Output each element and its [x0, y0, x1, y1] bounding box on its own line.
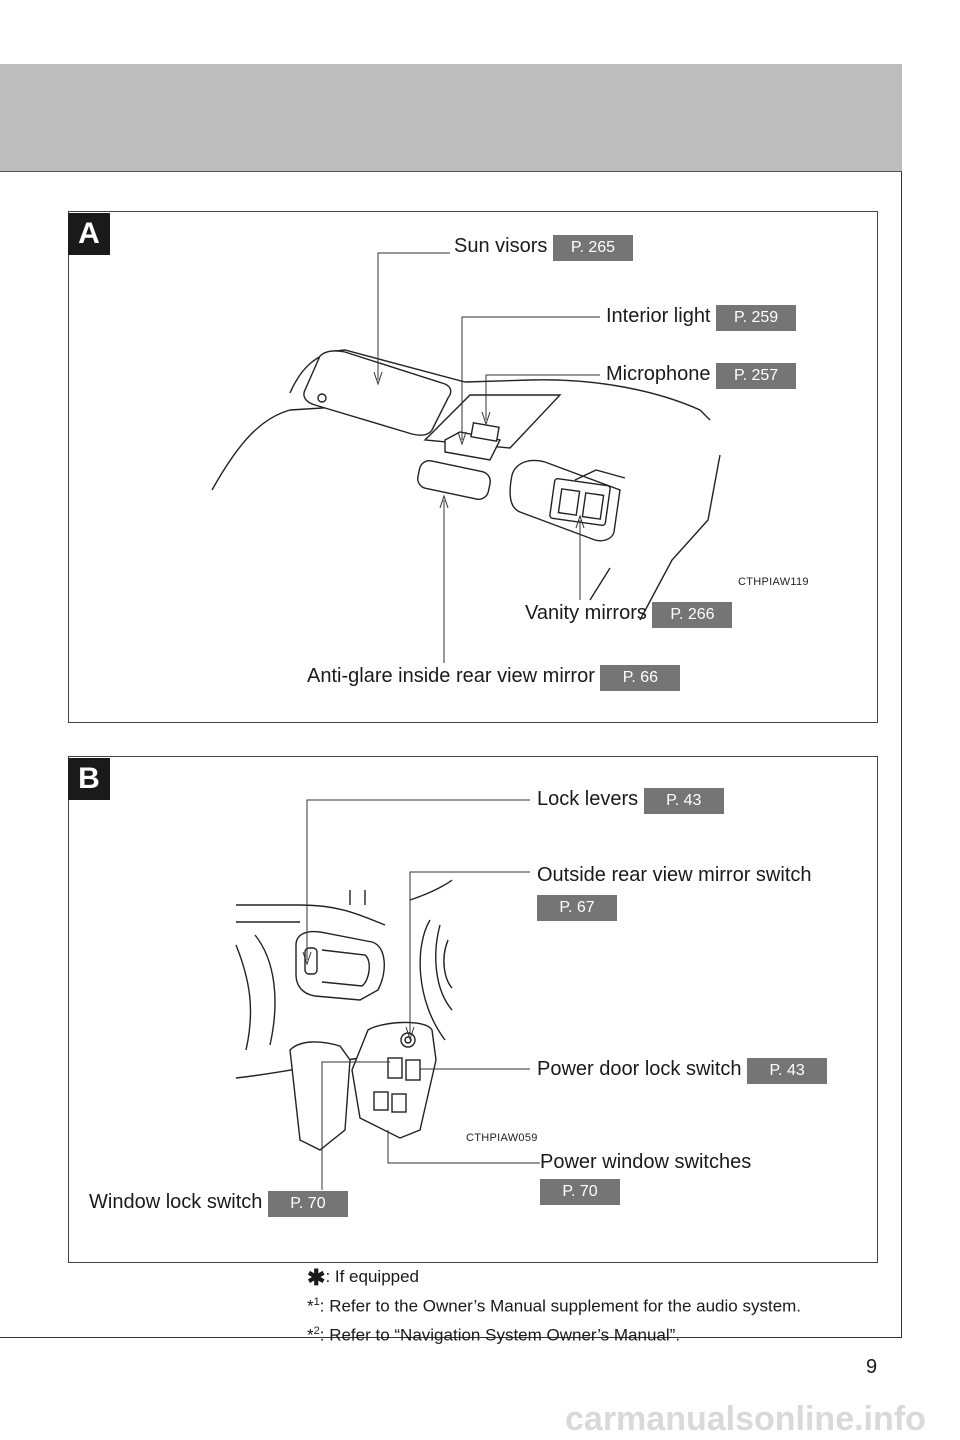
footnote-1: *1: Refer to the Owner’s Manual suppleme… — [307, 1290, 801, 1319]
overhead-console-illustration — [211, 349, 721, 621]
footnote-sup: 1 — [313, 1296, 320, 1308]
page-ref-tag[interactable]: P. 66 — [600, 665, 681, 691]
callout-power-window-switches: Power window switches P. 70 — [540, 1150, 751, 1205]
watermark: carmanualsonline.info — [565, 1400, 926, 1438]
footnote-mark: * — [307, 1296, 314, 1316]
page-number: 9 — [866, 1356, 878, 1378]
callout-window-lock-switch: Window lock switch P. 70 — [89, 1190, 348, 1217]
footnote-mark: * — [307, 1325, 314, 1345]
illustration-code-b: CTHPIAW059 — [466, 1132, 538, 1144]
callout-lock-levers: Lock levers P. 43 — [537, 787, 724, 814]
page-ref-tag[interactable]: P. 70 — [540, 1179, 620, 1205]
page-ref-tag[interactable]: P. 257 — [716, 363, 797, 389]
footnote-text: : Refer to the Owner’s Manual supplement… — [319, 1296, 802, 1316]
callout-label: Sun visors — [454, 235, 548, 257]
page-ref-tag[interactable]: P. 43 — [747, 1058, 828, 1084]
footnote-sup: 2 — [313, 1324, 320, 1337]
footnotes: ✱: If equipped *1: Refer to the Owner’s … — [307, 1264, 801, 1347]
callout-outside-mirror-switch: Outside rear view mirror switch P. 67 — [537, 863, 812, 921]
page-ref-tag[interactable]: P. 265 — [552, 235, 633, 261]
callout-label: Lock levers — [537, 788, 639, 810]
page-ref-tag[interactable]: P. 67 — [537, 895, 617, 921]
page-ref-tag[interactable]: P. 43 — [643, 788, 724, 814]
section-a-leader-lines — [373, 252, 600, 663]
section-a-badge: A — [68, 213, 110, 255]
callout-microphone: Microphone P. 257 — [606, 362, 797, 389]
page-ref-tag[interactable]: P. 259 — [716, 305, 797, 331]
asterisk-icon: ✱ — [307, 1265, 326, 1290]
page-ref-tag[interactable]: P. 266 — [652, 602, 733, 628]
illustration-code-a: CTHPIAW119 — [738, 576, 809, 588]
callout-label: Power door lock switch — [537, 1058, 742, 1080]
callout-label: Anti-glare inside rear view mirror — [307, 665, 595, 687]
section-b-panel — [68, 756, 878, 1263]
callout-label: Outside rear view mirror switch — [537, 864, 812, 886]
callout-sun-visors: Sun visors P. 265 — [454, 234, 633, 261]
page-ref-tag[interactable]: P. 70 — [267, 1191, 348, 1217]
door-panel-illustration — [235, 879, 453, 1151]
callout-power-door-lock-switch: Power door lock switch P. 43 — [537, 1057, 828, 1084]
section-b-leader-lines — [302, 799, 540, 1190]
callout-label: Interior light — [606, 305, 711, 327]
callout-label: Window lock switch — [89, 1191, 263, 1213]
callout-label: Vanity mirrors — [525, 602, 647, 624]
section-a-panel — [68, 211, 878, 723]
footnote-text: : Refer to “Navigation System Owner’s Ma… — [319, 1325, 681, 1345]
footnote-if-equipped: ✱: If equipped — [307, 1264, 801, 1290]
callout-vanity-mirrors: Vanity mirrors P. 266 — [525, 601, 733, 628]
footnote-text: : If equipped — [325, 1267, 420, 1286]
header-band — [0, 64, 902, 172]
callout-interior-light: Interior light P. 259 — [606, 304, 797, 331]
callout-anti-glare-mirror: Anti-glare inside rear view mirror P. 66 — [307, 664, 681, 691]
callout-label: Microphone — [606, 363, 711, 385]
section-b-badge: B — [68, 758, 110, 800]
footnote-2: *2: Refer to “Navigation System Owner’s … — [307, 1319, 801, 1348]
callout-label: Power window switches — [540, 1151, 752, 1173]
